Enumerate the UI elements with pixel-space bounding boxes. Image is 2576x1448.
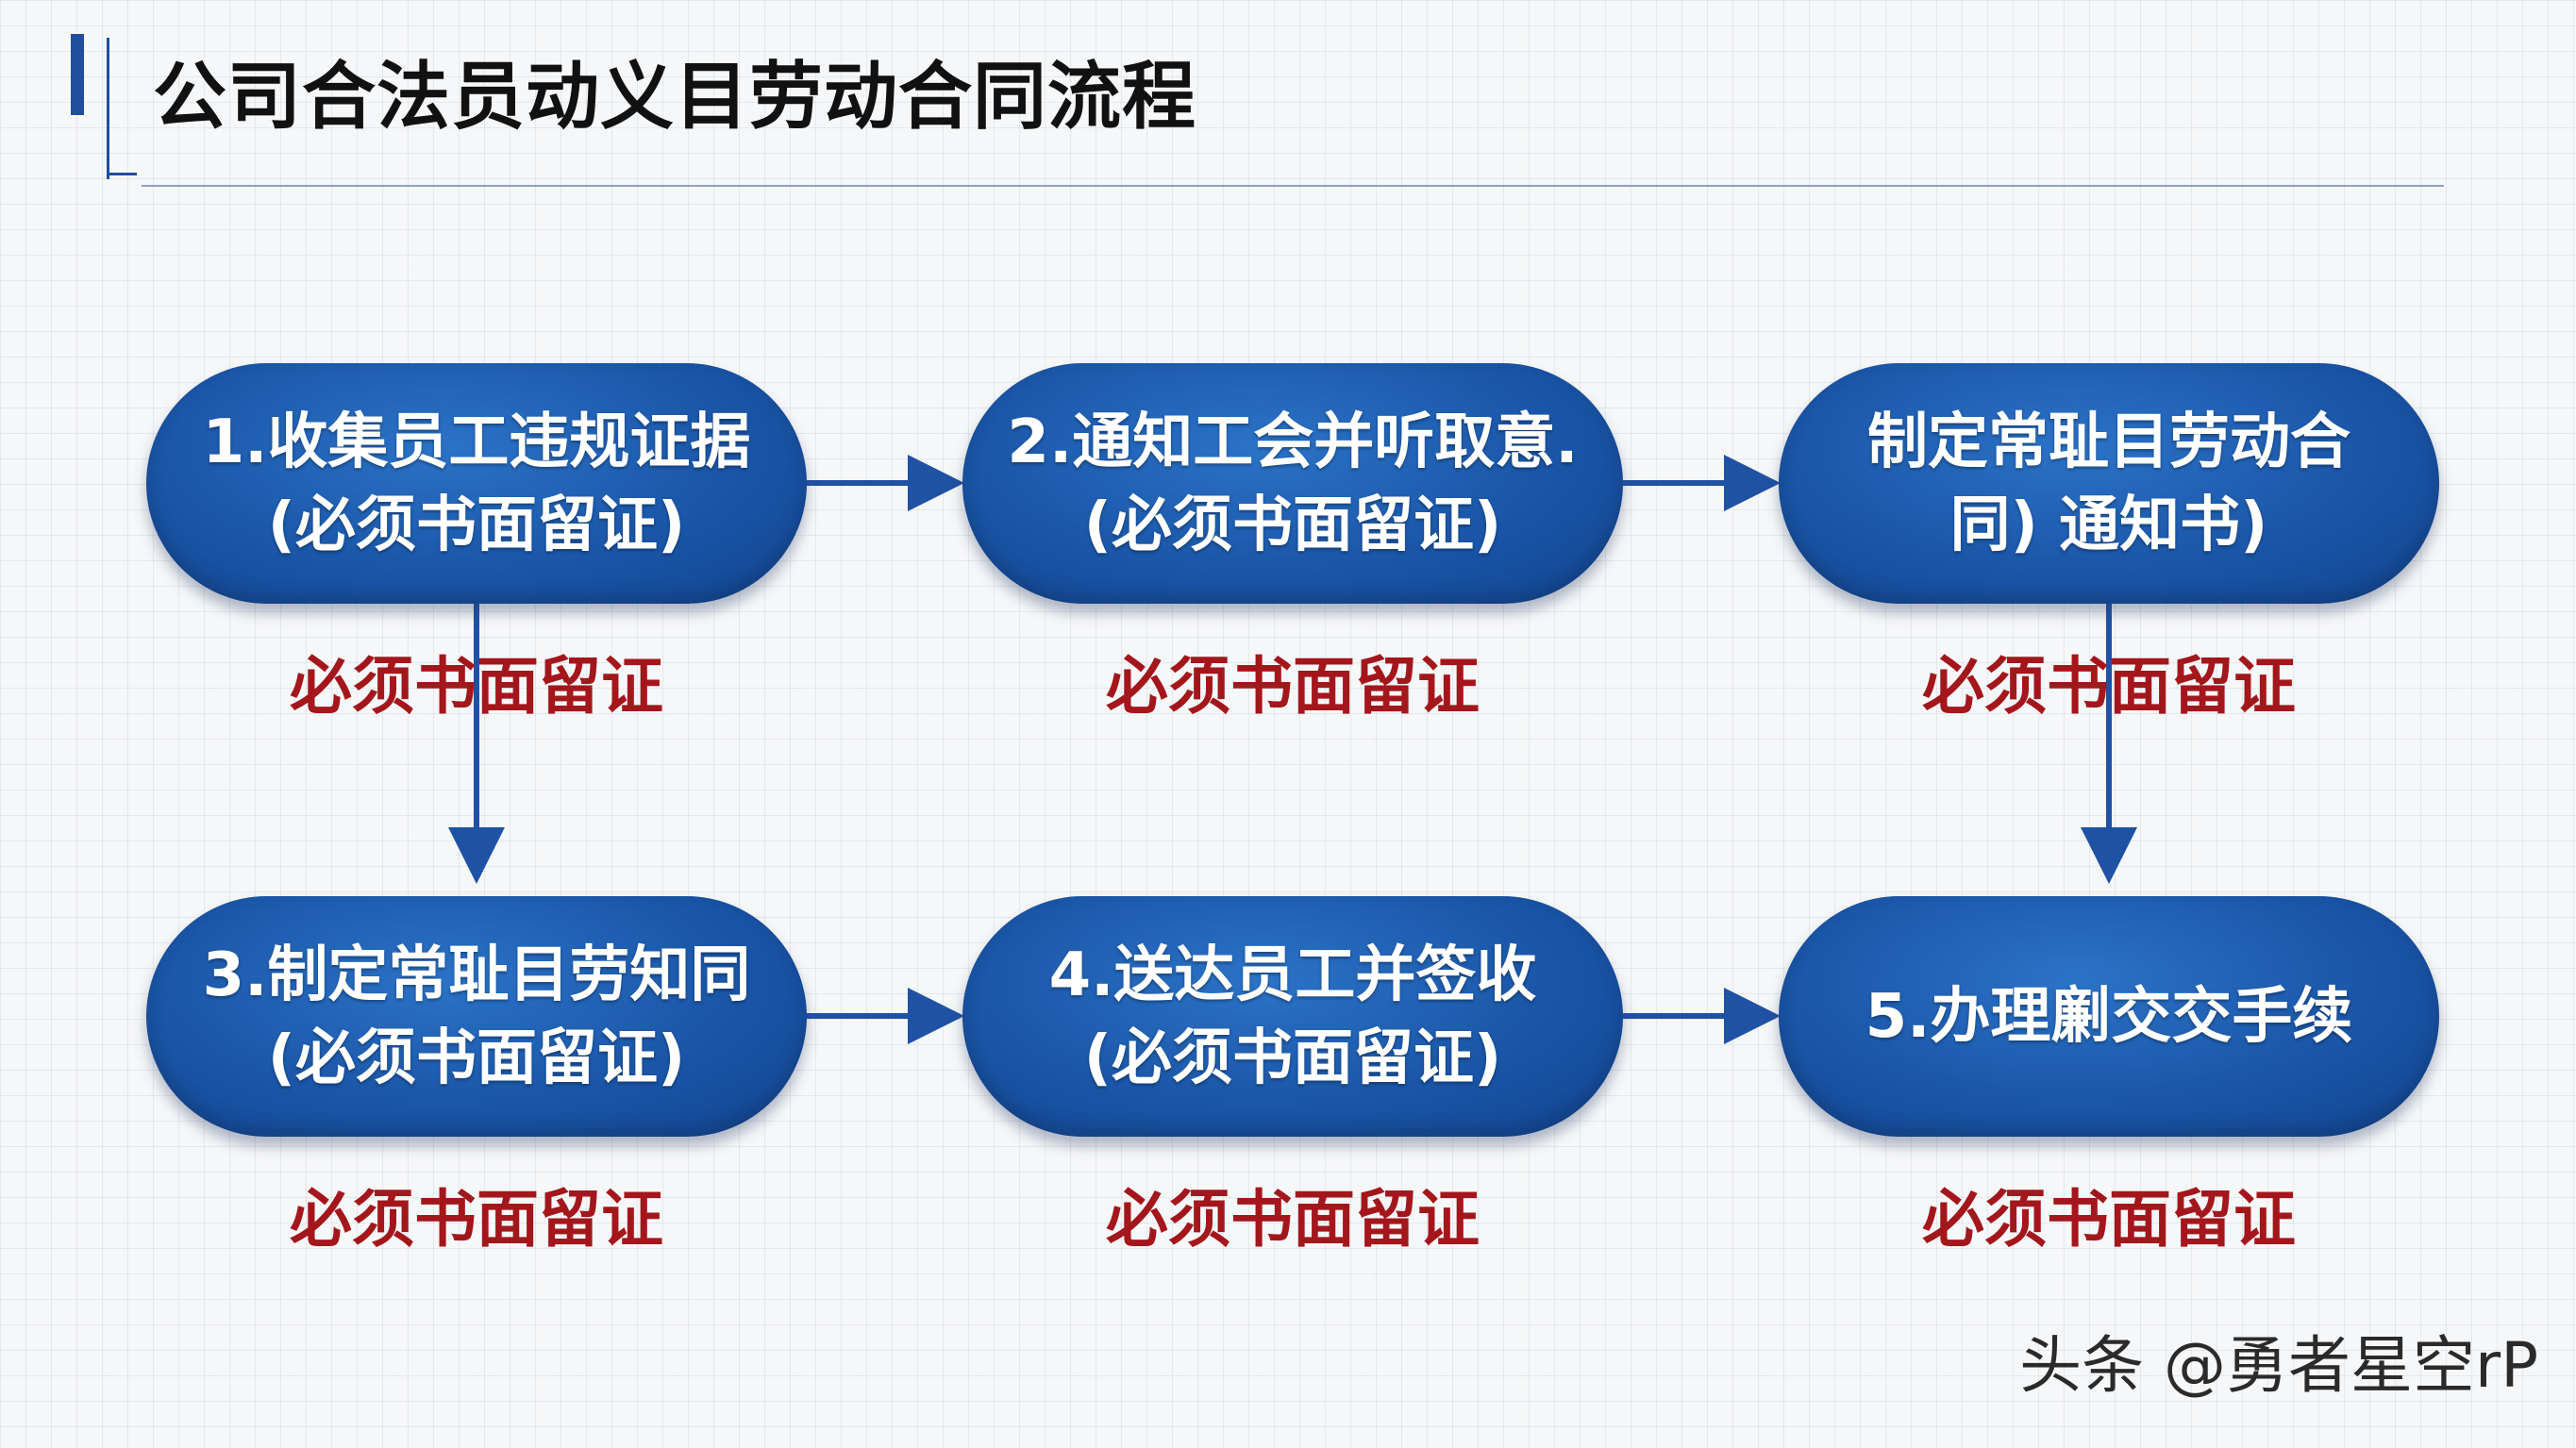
flow-node-5: 4.送达员工并签收 (必须书面留证) (962, 896, 1623, 1137)
flow-node-4-line-2: (必须书面留证) (267, 1023, 686, 1093)
flow-node-6: 5.办理劆交交手续 (1779, 896, 2439, 1137)
flow-node-2-note: 必须书面留证 (1106, 650, 1480, 723)
flow-node-3-line-2: 同) 通知书) (1949, 490, 2268, 560)
flow-node-6-line-1: 5.办理劆交交手续 (1865, 981, 2353, 1052)
flow-node-4: 3.制定常耻目劳知同 (必须书面留证) (146, 896, 807, 1137)
flow-node-3: 制定常耻目劳动合 同) 通知书) (1779, 363, 2439, 604)
title-accent-bar (71, 34, 84, 115)
flow-node-1-note: 必须书面留证 (290, 650, 663, 723)
flow-node-5-note: 必须书面留证 (1106, 1183, 1480, 1256)
flow-node-4-note: 必须书面留证 (290, 1183, 663, 1256)
flow-node-1-line-2: (必须书面留证) (267, 490, 686, 560)
flow-node-4-line-1: 3.制定常耻目劳知同 (202, 940, 751, 1010)
flow-node-5-line-2: (必须书面留证) (1083, 1023, 1502, 1093)
flow-node-6-note: 必须书面留证 (1922, 1183, 2296, 1256)
flow-node-1-line-1: 1.收集员工违规证据 (202, 407, 751, 477)
flow-node-1: 1.收集员工违规证据 (必须书面留证) (146, 363, 807, 604)
title-divider (142, 185, 2444, 187)
flow-node-5-line-1: 4.送达员工并签收 (1048, 940, 1537, 1010)
flow-node-3-note: 必须书面留证 (1922, 650, 2296, 723)
flow-node-2-line-1: 2.通知工会并听取意. (1007, 407, 1579, 477)
flow-node-2: 2.通知工会并听取意. (必须书面留证) (962, 363, 1623, 604)
page-title: 公司合法员动义目劳动合同流程 (153, 55, 1197, 140)
title-accent-line (107, 38, 109, 179)
watermark: 头条 @勇者星空rP (2019, 1329, 2538, 1402)
title-accent-foot (107, 173, 137, 175)
flow-node-3-line-1: 制定常耻目劳动合 (1867, 407, 2350, 477)
flow-node-2-line-2: (必须书面留证) (1083, 490, 1502, 560)
